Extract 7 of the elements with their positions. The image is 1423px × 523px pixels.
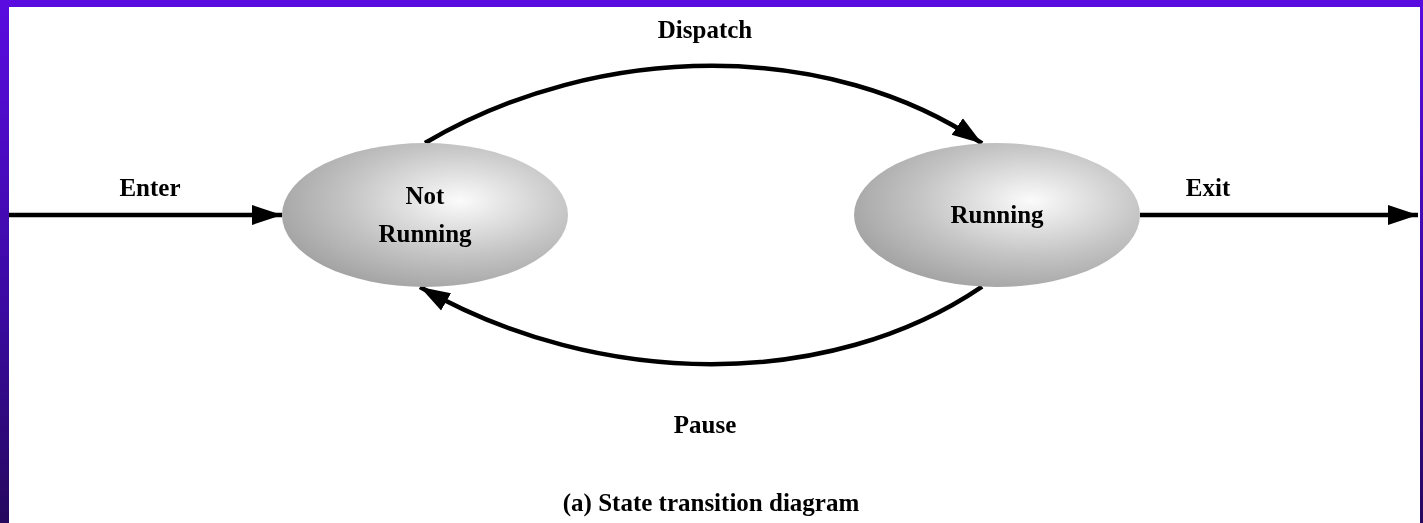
state-label: Not Running xyxy=(377,181,473,249)
caption: (a) State transition diagram xyxy=(562,488,860,519)
arrow xyxy=(9,205,282,225)
state-label: Running xyxy=(949,200,1045,230)
arrow xyxy=(423,63,984,146)
arrow xyxy=(419,284,984,367)
arrow xyxy=(1140,205,1418,225)
